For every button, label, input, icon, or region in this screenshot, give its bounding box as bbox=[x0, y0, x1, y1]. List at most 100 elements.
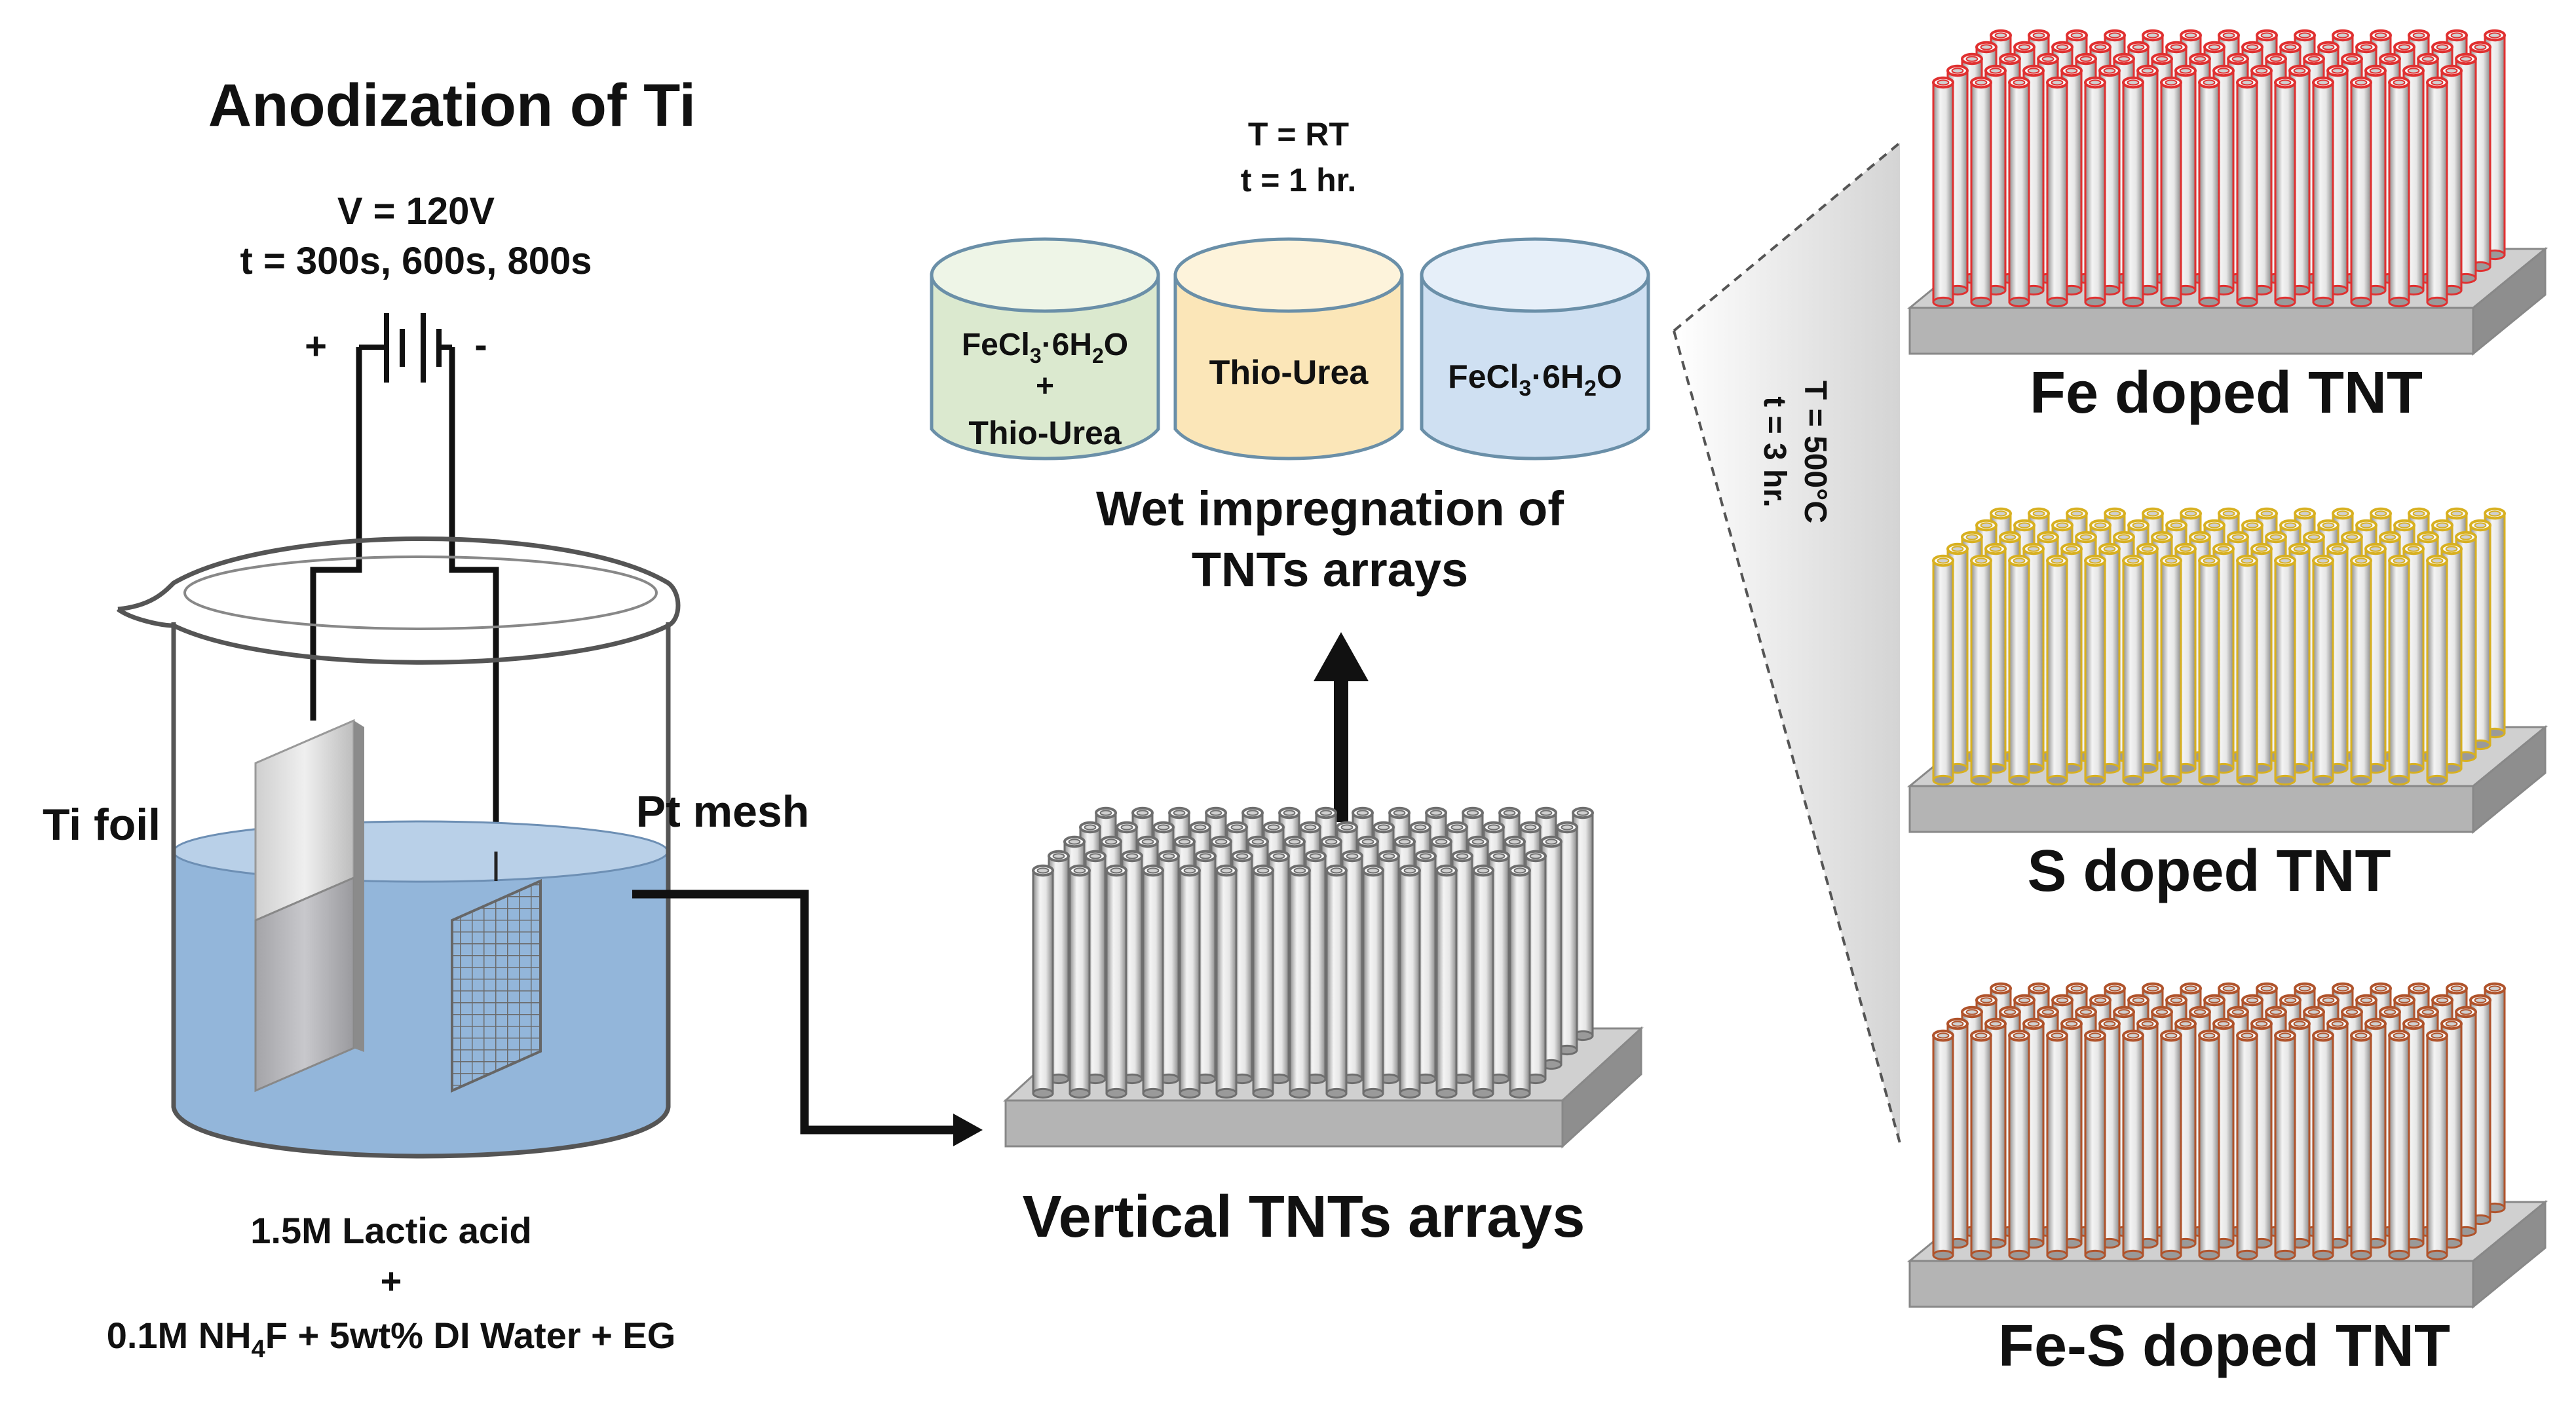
nanotube bbox=[1215, 864, 1238, 1099]
nanotube bbox=[2388, 1029, 2410, 1261]
nanotube bbox=[2084, 76, 2106, 308]
nanotube bbox=[2046, 554, 2068, 786]
annealing-temp: T = 500°C bbox=[1798, 381, 1832, 523]
nanotube bbox=[2350, 1029, 2372, 1261]
product-label-s: S doped TNT bbox=[2028, 838, 2391, 904]
minus-label: - bbox=[474, 324, 487, 366]
impregnation-caption-2: TNTs arrays bbox=[1192, 542, 1468, 597]
array-base-front bbox=[1004, 1099, 1564, 1148]
nanotube bbox=[2008, 1029, 2030, 1261]
beaker-inner-rim bbox=[183, 555, 658, 630]
beaker1-line-2: + bbox=[1036, 369, 1054, 404]
nanotube bbox=[1932, 76, 1954, 308]
array-base-front bbox=[1908, 1260, 2474, 1308]
beaker3-label: FeCl3·6H2O bbox=[1448, 358, 1622, 401]
nanotube bbox=[1970, 554, 1992, 786]
impregnation-section: T = RT t = 1 hr. FeCl3·6H2O + Thio-Urea … bbox=[930, 116, 1650, 597]
impregnation-time: t = 1 hr. bbox=[1241, 162, 1356, 198]
nanotube bbox=[1435, 864, 1458, 1099]
nanotube bbox=[1032, 864, 1054, 1099]
impregnation-temp: T = RT bbox=[1248, 116, 1349, 153]
nanotube bbox=[1289, 864, 1311, 1099]
product-label-fe: Fe doped TNT bbox=[2030, 360, 2423, 426]
beaker-thiourea: Thio-Urea bbox=[1173, 237, 1404, 460]
impregnation-caption-1: Wet impregnation of bbox=[1096, 481, 1564, 536]
nanotube bbox=[2212, 64, 2235, 296]
nanotube bbox=[2198, 554, 2220, 786]
nanotube bbox=[2312, 76, 2334, 308]
doped-tnt-arrays bbox=[1906, 29, 2548, 1309]
beaker bbox=[116, 536, 681, 1159]
vertical-tnt-label: Vertical TNTs arrays bbox=[1023, 1184, 1585, 1250]
nanotube bbox=[2198, 76, 2220, 308]
annealing-time: t = 3 hr. bbox=[1757, 396, 1792, 507]
annealing-wedge bbox=[1673, 141, 1901, 1144]
nanotube bbox=[2312, 1029, 2334, 1261]
array-base-side bbox=[2472, 246, 2547, 356]
product-array-2 bbox=[1906, 507, 2548, 835]
nanotube bbox=[1970, 76, 1992, 308]
nanotube bbox=[2426, 1029, 2448, 1261]
nanotube bbox=[2084, 554, 2106, 786]
beaker-rim bbox=[117, 536, 681, 665]
nanotube bbox=[2350, 76, 2372, 308]
nanotube bbox=[2388, 76, 2410, 308]
nanotube bbox=[2084, 1029, 2106, 1261]
flow-arrow-up bbox=[1314, 632, 1369, 822]
anodization-title: Anodization of Ti bbox=[208, 72, 696, 139]
nanotube bbox=[2236, 554, 2258, 786]
beaker1-line-3: Thio-Urea bbox=[968, 415, 1122, 451]
nanotube bbox=[2274, 76, 2296, 308]
nanotube bbox=[2350, 554, 2372, 786]
anodization-section: Anodization of Ti V = 120V t = 300s, 600… bbox=[43, 72, 809, 1363]
nanotube bbox=[1325, 864, 1348, 1099]
nanotube bbox=[2008, 554, 2030, 786]
pt-mesh-label: Pt mesh bbox=[636, 787, 810, 836]
product-array-3 bbox=[1906, 982, 2548, 1309]
beaker-fecl3-thiourea: FeCl3·6H2O + Thio-Urea bbox=[930, 237, 1160, 460]
nanotube bbox=[2160, 1029, 2182, 1261]
nanotube bbox=[1252, 864, 1274, 1099]
nanotube bbox=[1142, 864, 1164, 1099]
nanotube bbox=[1105, 864, 1127, 1099]
anode-wire bbox=[310, 347, 362, 721]
beaker1-line-1: FeCl3·6H2O bbox=[962, 328, 1128, 367]
array-base-side bbox=[2472, 1199, 2547, 1309]
nanotube bbox=[2274, 1029, 2296, 1261]
electrolyte-line-2: + bbox=[381, 1260, 402, 1302]
nanotube bbox=[1179, 864, 1201, 1099]
vertical-tnt-array bbox=[1003, 806, 1644, 1149]
nanotube bbox=[2426, 76, 2448, 308]
beaker-wall bbox=[171, 622, 671, 1159]
nanotube bbox=[2160, 554, 2182, 786]
beaker-spout bbox=[116, 607, 174, 628]
beaker2-label: Thio-Urea bbox=[1209, 354, 1369, 392]
nanotube bbox=[1362, 864, 1384, 1099]
ti-foil bbox=[254, 719, 364, 1093]
electrolyte-line-1: 1.5M Lactic acid bbox=[250, 1210, 532, 1251]
beaker-fecl3: FeCl3·6H2O bbox=[1420, 237, 1650, 460]
cathode-wire bbox=[449, 347, 499, 911]
nanotube bbox=[2426, 554, 2448, 786]
nanotube bbox=[1069, 864, 1091, 1099]
nanotube bbox=[2198, 1029, 2220, 1261]
product-label-fes: Fe-S doped TNT bbox=[1998, 1313, 2450, 1379]
voltage-label: V = 120V bbox=[337, 190, 495, 233]
nanotube bbox=[2046, 1029, 2068, 1261]
nanotube bbox=[2160, 76, 2182, 308]
nanotube bbox=[1932, 554, 1954, 786]
array-base-side bbox=[1561, 1026, 1642, 1149]
pt-mesh bbox=[451, 852, 542, 1093]
nanotube bbox=[2122, 1029, 2144, 1261]
nanotube bbox=[2236, 76, 2258, 308]
product-array-1 bbox=[1906, 29, 2548, 356]
ti-foil-label: Ti foil bbox=[43, 800, 161, 850]
nanotube bbox=[2312, 554, 2334, 786]
nanotube bbox=[1509, 864, 1531, 1099]
time-label: t = 300s, 600s, 800s bbox=[240, 240, 592, 282]
nanotube bbox=[2388, 554, 2410, 786]
flow-arrow-right bbox=[632, 890, 983, 1146]
array-base-front bbox=[1908, 785, 2474, 833]
